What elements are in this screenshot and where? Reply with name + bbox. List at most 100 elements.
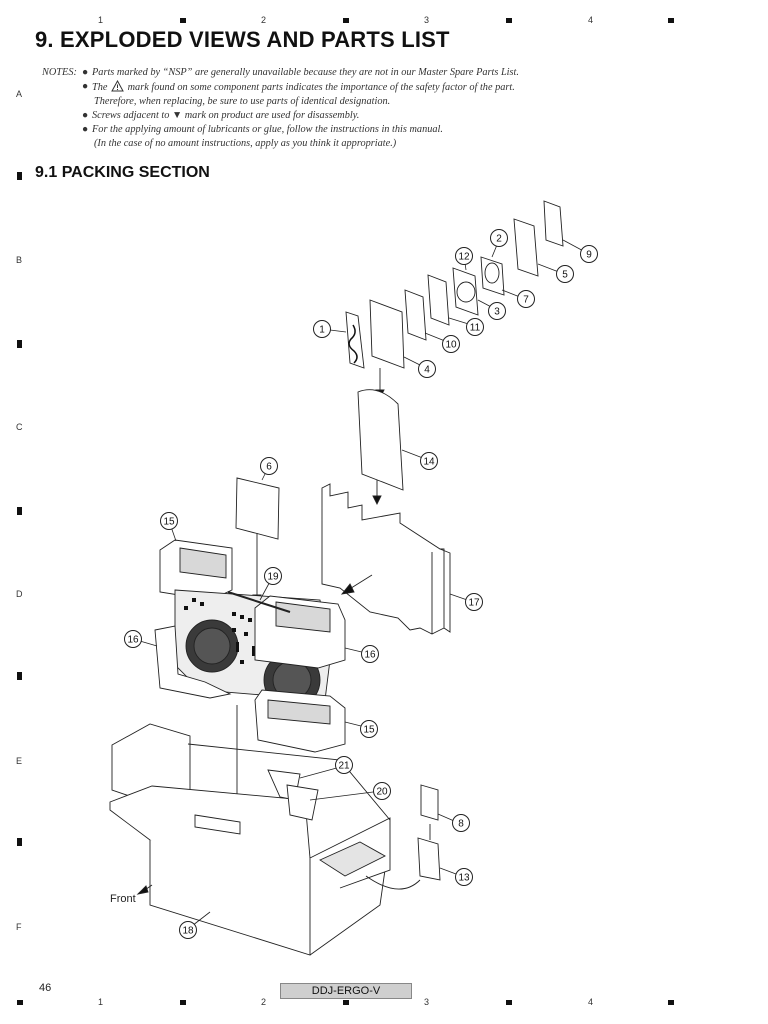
callout-18 <box>179 921 197 939</box>
note-line: mark found on some component parts indic… <box>127 82 515 93</box>
callout-3 <box>488 302 506 320</box>
callout-number: 14 <box>423 457 435 468</box>
part-5-manual <box>513 218 539 277</box>
grid-row-b: B <box>16 255 23 265</box>
bullet: ● <box>82 124 89 135</box>
callout-13 <box>455 868 473 886</box>
grid-mark <box>180 18 186 23</box>
part-17-cardboard <box>321 483 445 635</box>
callout-15 <box>160 512 178 530</box>
grid-number-bottom-3: 3 <box>424 997 430 1007</box>
bullet: ● <box>82 67 89 78</box>
callout-number: 18 <box>182 926 194 937</box>
callout-1 <box>313 320 331 338</box>
grid-mark <box>506 1000 512 1005</box>
callout-6 <box>260 457 278 475</box>
front-label: Front <box>110 893 136 905</box>
page-title: 9. EXPLODED VIEWS AND PARTS LIST <box>35 27 450 52</box>
section-heading: 9.1 PACKING SECTION <box>35 164 210 181</box>
callout-4 <box>418 360 436 378</box>
note-line: Screws adjacent to ▼ mark on product are… <box>92 110 360 121</box>
bullet: ● <box>82 81 89 92</box>
notes-block: NOTES: ● Parts marked by “NSP” are gener… <box>42 66 642 151</box>
grid-number-bottom-2: 2 <box>261 997 267 1007</box>
callout-number: 5 <box>562 270 568 281</box>
warning-triangle-icon <box>111 80 124 92</box>
grid-row-c: C <box>16 422 23 432</box>
callout-5 <box>556 265 574 283</box>
part-16-foam-left <box>154 625 232 699</box>
grid-row-e: E <box>16 756 23 766</box>
grid-number-bottom-4: 4 <box>588 997 594 1007</box>
part-18-carton <box>149 840 311 956</box>
part-6-card <box>235 477 280 540</box>
callout-16 <box>361 645 379 663</box>
callout-number: 20 <box>376 787 388 798</box>
callout-21 <box>335 756 353 774</box>
grid-number-bottom-1: 1 <box>98 997 104 1007</box>
callout-number: 15 <box>363 725 375 736</box>
notes-label: NOTES: <box>42 67 77 78</box>
bullet: ● <box>82 110 89 121</box>
part-1-cable-bag <box>345 311 365 369</box>
callout-number: 4 <box>424 365 430 376</box>
callout-19 <box>264 567 282 585</box>
grid-row-a: A <box>16 89 23 99</box>
callout-14 <box>420 452 438 470</box>
part-10-sheet <box>404 289 427 341</box>
callout-number: 1 <box>319 325 325 336</box>
grid-mark <box>343 18 349 23</box>
front-arrow-icon <box>136 884 153 895</box>
grid-mark <box>17 507 22 515</box>
callout-number: 2 <box>496 234 502 245</box>
part-14-bag <box>357 389 404 491</box>
grid-row-d: D <box>16 589 23 599</box>
callout-11 <box>466 318 484 336</box>
callout-16 <box>124 630 142 648</box>
grid-mark <box>17 838 22 846</box>
part-2-disc <box>484 262 500 284</box>
grid-mark <box>17 672 22 680</box>
page-number: 46 <box>39 982 52 994</box>
callout-2 <box>490 229 508 247</box>
grid-number-top-2: 2 <box>261 15 267 25</box>
grid-mark <box>17 340 22 348</box>
callout-7 <box>517 290 535 308</box>
grid-mark <box>343 1000 349 1005</box>
model-name-box: DDJ-ERGO-V <box>280 983 412 999</box>
part-12-disc-sleeve <box>452 267 479 316</box>
callout-number: 7 <box>523 295 529 306</box>
grid-mark <box>180 1000 186 1005</box>
callout-number: 16 <box>364 650 376 661</box>
callout-number: 13 <box>458 873 470 884</box>
grid-row-f: F <box>16 922 22 932</box>
callout-number: 9 <box>586 250 592 261</box>
part-4-booklet <box>369 299 405 369</box>
grid-mark <box>668 18 674 23</box>
callout-17 <box>465 593 483 611</box>
note-line: Therefore, when replacing, be sure to us… <box>94 96 391 107</box>
note-line: Parts marked by “NSP” are generally unav… <box>92 67 519 78</box>
callout-number: 6 <box>266 462 272 473</box>
part-13-bag <box>417 837 441 881</box>
note-line: The <box>92 82 108 93</box>
callout-number: 10 <box>445 340 457 351</box>
callout-8 <box>452 814 470 832</box>
callout-number: 8 <box>458 819 464 830</box>
callout-10 <box>442 335 460 353</box>
grid-mark <box>668 1000 674 1005</box>
grid-number-top-3: 3 <box>424 15 430 25</box>
callout-number: 17 <box>468 598 480 609</box>
callout-number: 21 <box>338 761 350 772</box>
callout-number: 12 <box>458 252 470 263</box>
callout-number: 16 <box>127 635 139 646</box>
grid-number-top-1: 1 <box>98 15 104 25</box>
callout-number: 19 <box>267 572 279 583</box>
callout-number: 3 <box>494 307 500 318</box>
callout-12 <box>455 247 473 265</box>
callout-9 <box>580 245 598 263</box>
part-9-manual <box>543 200 564 247</box>
grid-mark <box>506 18 512 23</box>
